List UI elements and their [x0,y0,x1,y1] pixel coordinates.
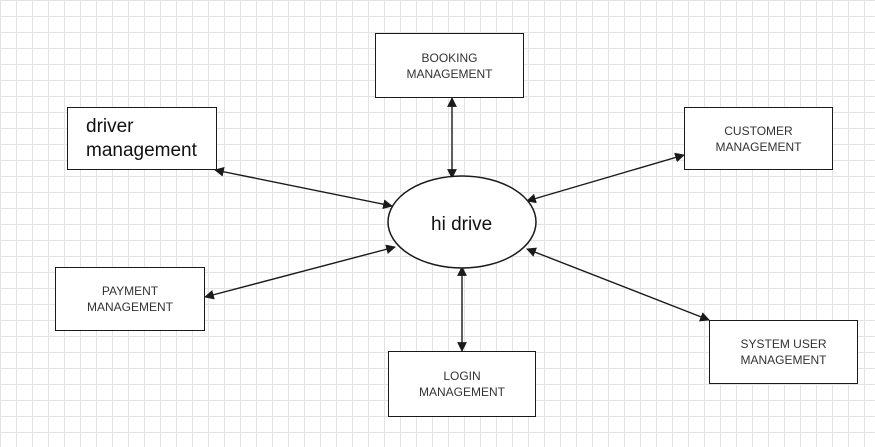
connector-driver [214,166,393,210]
login-management-box[interactable]: LOGIN MANAGEMENT [388,351,536,417]
booking-management-box[interactable]: BOOKING MANAGEMENT [375,33,524,98]
hub-ellipse[interactable] [387,175,537,269]
customer-management-box[interactable]: CUSTOMER MANAGEMENT [684,107,833,170]
system-user-management-box[interactable]: SYSTEM USER MANAGEMENT [709,320,858,384]
connector-system-user [526,247,710,322]
hub-label: hi drive [431,214,493,235]
driver-management-box[interactable]: driver management [67,107,217,170]
connector-customer [526,152,685,204]
connector-payment [204,244,396,300]
payment-management-box[interactable]: PAYMENT MANAGEMENT [55,267,205,331]
